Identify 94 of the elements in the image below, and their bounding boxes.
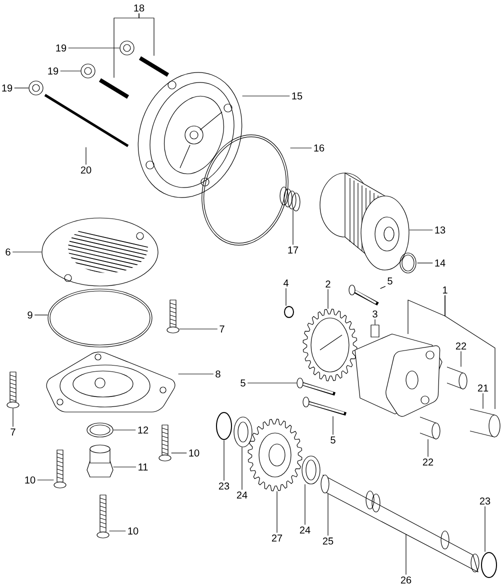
leader-line	[113, 466, 136, 468]
leader-line	[417, 262, 433, 264]
callout-number: 9	[28, 311, 32, 319]
leader-line	[12, 408, 14, 428]
callout-number: 7	[220, 326, 224, 332]
leader-line	[171, 452, 187, 454]
leader-line	[380, 286, 386, 289]
spring	[280, 186, 300, 212]
bolt	[302, 396, 346, 416]
callout-number: 5	[330, 436, 336, 444]
flange	[138, 72, 242, 198]
callout-number: 16	[314, 144, 324, 152]
gear	[248, 418, 302, 492]
leader-line	[114, 13, 140, 78]
leader-line	[34, 314, 48, 316]
pump-body	[354, 334, 442, 417]
bushing	[446, 366, 468, 390]
callout-number: 26	[400, 576, 412, 584]
callout-number: 13	[435, 226, 446, 234]
callout-number: 20	[80, 166, 92, 174]
o-ring	[400, 252, 416, 274]
callout-number: 23	[480, 497, 490, 505]
callout-number: 5	[240, 380, 246, 386]
nut	[120, 40, 134, 56]
callout-number: 10	[128, 527, 138, 535]
bolt	[348, 284, 379, 306]
callout-number: 15	[292, 92, 302, 100]
bolt	[6, 372, 20, 408]
callout-number: 19	[48, 67, 58, 75]
leader-line	[276, 491, 278, 534]
callout-number: 10	[189, 449, 200, 457]
o-ring	[86, 422, 114, 438]
callout-number: 14	[435, 260, 446, 266]
stud	[44, 94, 129, 148]
leader-line	[292, 209, 294, 246]
cover	[42, 218, 158, 286]
washer	[302, 456, 320, 484]
stud	[98, 78, 130, 99]
callout-number: 8	[216, 370, 220, 378]
bolt	[158, 424, 172, 462]
shaft	[320, 474, 480, 572]
bushing	[470, 408, 500, 438]
callout-number: 23	[218, 482, 230, 490]
callout-number: 27	[272, 534, 282, 542]
callout-number: 19	[2, 84, 12, 92]
callout-number: 21	[478, 384, 488, 392]
callout-number: 7	[10, 428, 16, 436]
pin	[370, 324, 380, 338]
bushing	[420, 416, 440, 440]
leader-line	[482, 393, 484, 409]
leader-line	[444, 294, 496, 410]
bolt	[96, 494, 110, 538]
leader-line	[484, 506, 486, 552]
callout-number: 12	[138, 426, 148, 434]
clip	[284, 306, 294, 318]
nut	[28, 80, 44, 96]
leader-line	[304, 484, 306, 525]
callout-number: 6	[6, 248, 10, 256]
o-ring	[202, 134, 288, 246]
stud	[138, 56, 170, 77]
bolt	[54, 450, 66, 488]
bolt	[166, 300, 180, 334]
plate	[46, 352, 176, 412]
leader-line	[460, 351, 462, 367]
callout-number: 25	[322, 537, 334, 545]
callout-number: 22	[456, 342, 466, 350]
callout-number: 19	[56, 44, 66, 52]
leader-line	[374, 319, 376, 325]
callout-number: 22	[422, 458, 434, 466]
circlip	[216, 412, 232, 440]
callout-number: 10	[25, 476, 36, 484]
callout-number: 18	[134, 4, 144, 12]
washer	[234, 416, 252, 448]
leader-line	[179, 328, 218, 330]
bolt	[296, 378, 336, 396]
leader-line	[247, 382, 297, 384]
circlip	[481, 552, 497, 578]
callout-number: 17	[288, 246, 298, 254]
leader-line	[60, 70, 81, 72]
callout-number: 24	[236, 492, 248, 498]
callout-number: 11	[138, 464, 148, 470]
callout-number: 4	[283, 280, 288, 286]
callout-number: 24	[300, 526, 310, 534]
plug	[86, 444, 114, 478]
gear	[302, 308, 358, 382]
callout-number: 2	[326, 280, 330, 288]
callout-number: 1	[443, 286, 448, 294]
leader-line	[332, 416, 334, 436]
filter	[320, 172, 410, 270]
callout-number: 5	[388, 278, 392, 284]
o-ring	[48, 288, 152, 348]
nut	[80, 64, 96, 78]
callout-number: 3	[372, 310, 378, 318]
leader-line	[109, 530, 126, 532]
